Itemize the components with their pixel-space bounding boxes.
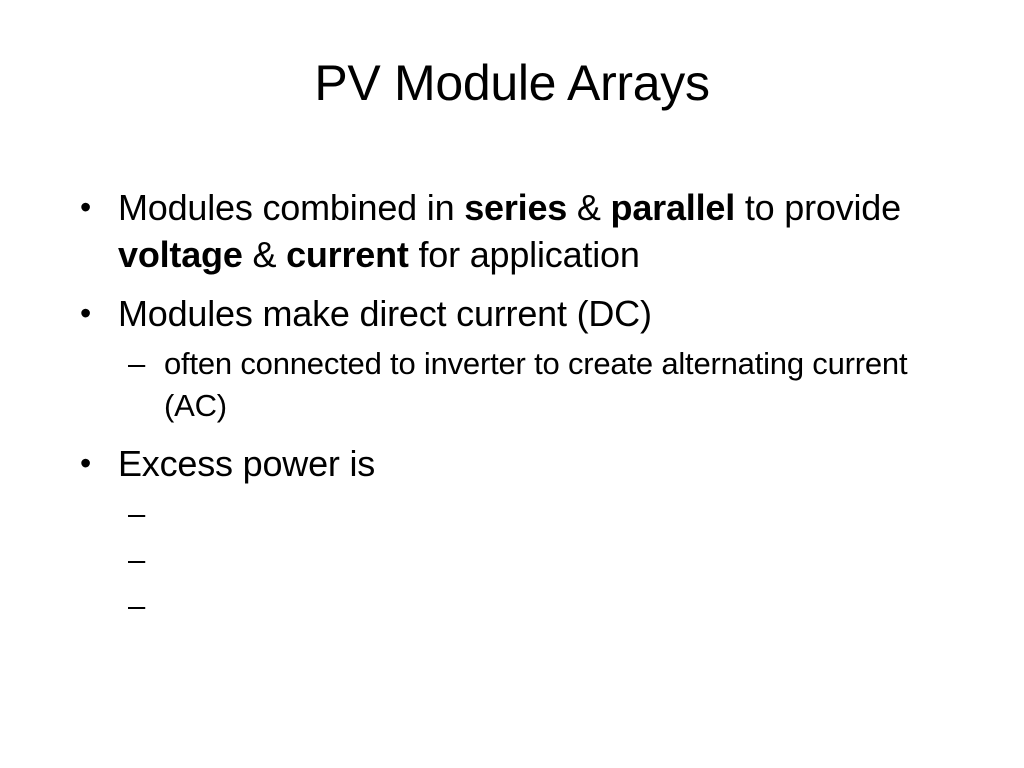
bullet-text: Modules combined in series & parallel to…	[118, 187, 901, 275]
bullet-item: • Modules make direct current (DC)	[76, 290, 976, 337]
sub-bullet-item: –	[76, 493, 976, 535]
bold-run: current	[286, 234, 409, 275]
dash-marker: –	[128, 496, 146, 531]
text-run: Modules combined in	[118, 187, 465, 228]
bullet-text: Modules make direct current (DC)	[118, 293, 652, 334]
sub-bullet-item: –	[76, 585, 976, 627]
bullet-item: • Modules combined in series & parallel …	[76, 184, 976, 278]
bullet-marker: •	[80, 295, 92, 331]
sub-bullet-text: often connected to inverter to create al…	[164, 346, 908, 423]
dash-marker: –	[128, 588, 146, 623]
text-run: &	[242, 234, 287, 275]
text-run: to provide	[735, 187, 901, 228]
bold-run: series	[464, 187, 568, 228]
slide-body: • Modules combined in series & parallel …	[76, 184, 976, 637]
bold-run: voltage	[118, 234, 243, 275]
slide-title: PV Module Arrays	[314, 55, 710, 111]
bold-run: parallel	[610, 187, 736, 228]
dash-marker: –	[128, 542, 146, 577]
text-run: for application	[408, 234, 640, 275]
sub-bullet-item: – often connected to inverter to create …	[76, 343, 976, 427]
bullet-marker: •	[80, 189, 92, 225]
text-run: &	[567, 187, 611, 228]
bullet-item: • Excess power is	[76, 440, 976, 487]
bullet-text: Excess power is	[118, 443, 376, 484]
dash-marker: –	[128, 346, 146, 381]
sub-bullet-item: –	[76, 539, 976, 581]
bullet-marker: •	[80, 445, 92, 481]
